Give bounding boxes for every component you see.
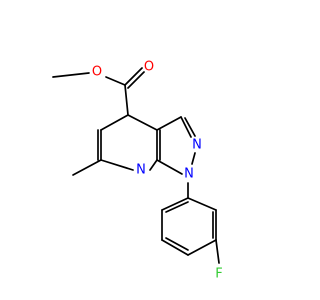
atom-n-aryl: N bbox=[184, 167, 194, 182]
bond-4 bbox=[127, 71, 145, 89]
atom-o-carbonyl: O bbox=[144, 60, 154, 75]
bond-9 bbox=[100, 159, 134, 171]
atom-label-layer: O O N N N F bbox=[92, 60, 223, 282]
atom-n-pyrazole: N bbox=[192, 138, 202, 153]
bond-19 bbox=[156, 159, 183, 175]
bond-18 bbox=[191, 152, 196, 165]
bond-13 bbox=[127, 114, 158, 131]
atom-o-ester: O bbox=[92, 65, 102, 80]
bond-3 bbox=[124, 67, 143, 86]
bond-15 bbox=[156, 116, 182, 131]
bond-1 bbox=[52, 72, 90, 78]
bond-30 bbox=[165, 201, 189, 213]
molecule-diagram: O O N N N F bbox=[0, 0, 300, 300]
bond-25 bbox=[187, 239, 217, 256]
background bbox=[0, 0, 300, 300]
bond-21 bbox=[187, 197, 217, 211]
bond-6 bbox=[100, 114, 129, 131]
bond-10 bbox=[149, 159, 158, 171]
bond-27 bbox=[165, 237, 189, 251]
atom-fluorine: F bbox=[215, 267, 222, 282]
bond-17 bbox=[184, 117, 196, 137]
bond-16 bbox=[180, 116, 192, 138]
bond-2 bbox=[105, 76, 126, 86]
bond-24 bbox=[215, 239, 220, 264]
bond-5 bbox=[124, 84, 129, 116]
bond-layer bbox=[52, 67, 220, 264]
bond-29 bbox=[161, 197, 189, 211]
atom-n-pyridine: N bbox=[136, 163, 146, 178]
bond-14 bbox=[72, 159, 102, 176]
bond-26 bbox=[161, 239, 189, 256]
